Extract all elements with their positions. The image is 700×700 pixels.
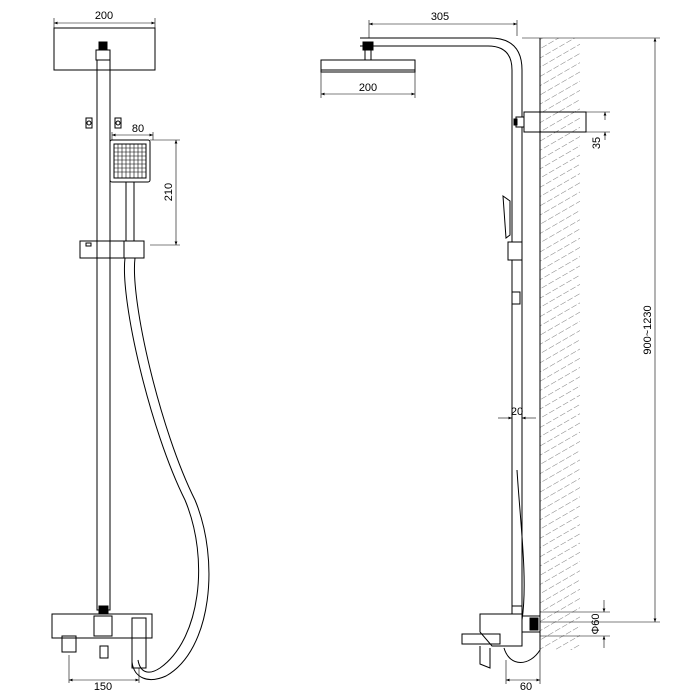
dim-label-hand-height: 210 bbox=[163, 183, 175, 201]
dim-bracket: 35 bbox=[586, 111, 610, 149]
side-view: 305 200 35 bbox=[320, 11, 660, 693]
mixer-side bbox=[461, 605, 541, 669]
mixer-front bbox=[51, 605, 153, 669]
dim-pipe-diameter: 20 bbox=[498, 406, 536, 420]
dim-label-head-width: 200 bbox=[95, 10, 113, 22]
dim-head-width-side: 200 bbox=[320, 72, 416, 98]
dim-label-pipe-diameter: 20 bbox=[511, 406, 523, 418]
dim-height-range: 900~1230 bbox=[522, 37, 660, 623]
head-nut-front bbox=[98, 41, 108, 51]
front-view: 200 80 210 bbox=[51, 10, 210, 693]
dim-inlet-diameter: Φ60 bbox=[540, 600, 610, 648]
overhead-arm-outer bbox=[360, 37, 523, 612]
wall-bracket-front bbox=[85, 117, 122, 129]
overhead-arm-inner bbox=[360, 45, 513, 612]
slide-stop-side bbox=[511, 291, 521, 305]
dim-label-inlet-diameter: Φ60 bbox=[590, 613, 602, 634]
hand-shower-side bbox=[502, 194, 511, 239]
hose-side bbox=[516, 469, 525, 621]
shower-head-front bbox=[53, 27, 156, 71]
dim-reach: 305 bbox=[368, 11, 518, 38]
dim-hand-height: 210 bbox=[150, 139, 180, 246]
dim-label-hand-width: 80 bbox=[132, 123, 144, 135]
head-nut-side bbox=[362, 41, 374, 51]
riser-pipe-front bbox=[96, 59, 111, 611]
dim-head-width-front: 200 bbox=[53, 10, 156, 28]
dim-label-reach: 305 bbox=[431, 11, 449, 23]
wall-hatch bbox=[540, 38, 580, 650]
dim-label-wall-offset: 60 bbox=[520, 681, 532, 693]
dim-label-head-width-side: 200 bbox=[359, 82, 377, 94]
dim-wall-offset: 60 bbox=[505, 650, 541, 693]
slide-holder-side bbox=[507, 241, 523, 261]
hose-front-outer bbox=[123, 257, 200, 673]
dim-label-height-range: 900~1230 bbox=[642, 305, 654, 354]
dim-hand-width: 80 bbox=[111, 123, 154, 140]
wall-bracket-side bbox=[513, 111, 587, 133]
dim-label-bracket: 35 bbox=[591, 137, 603, 149]
slide-holder-front bbox=[79, 240, 145, 259]
dim-label-spout-offset: 150 bbox=[94, 681, 112, 693]
hose-front-inner bbox=[131, 257, 210, 680]
hand-shower-front bbox=[109, 139, 151, 246]
head-connector-front bbox=[95, 49, 111, 61]
dim-spout-offset: 150 bbox=[68, 655, 140, 693]
shower-head-side bbox=[320, 59, 416, 71]
